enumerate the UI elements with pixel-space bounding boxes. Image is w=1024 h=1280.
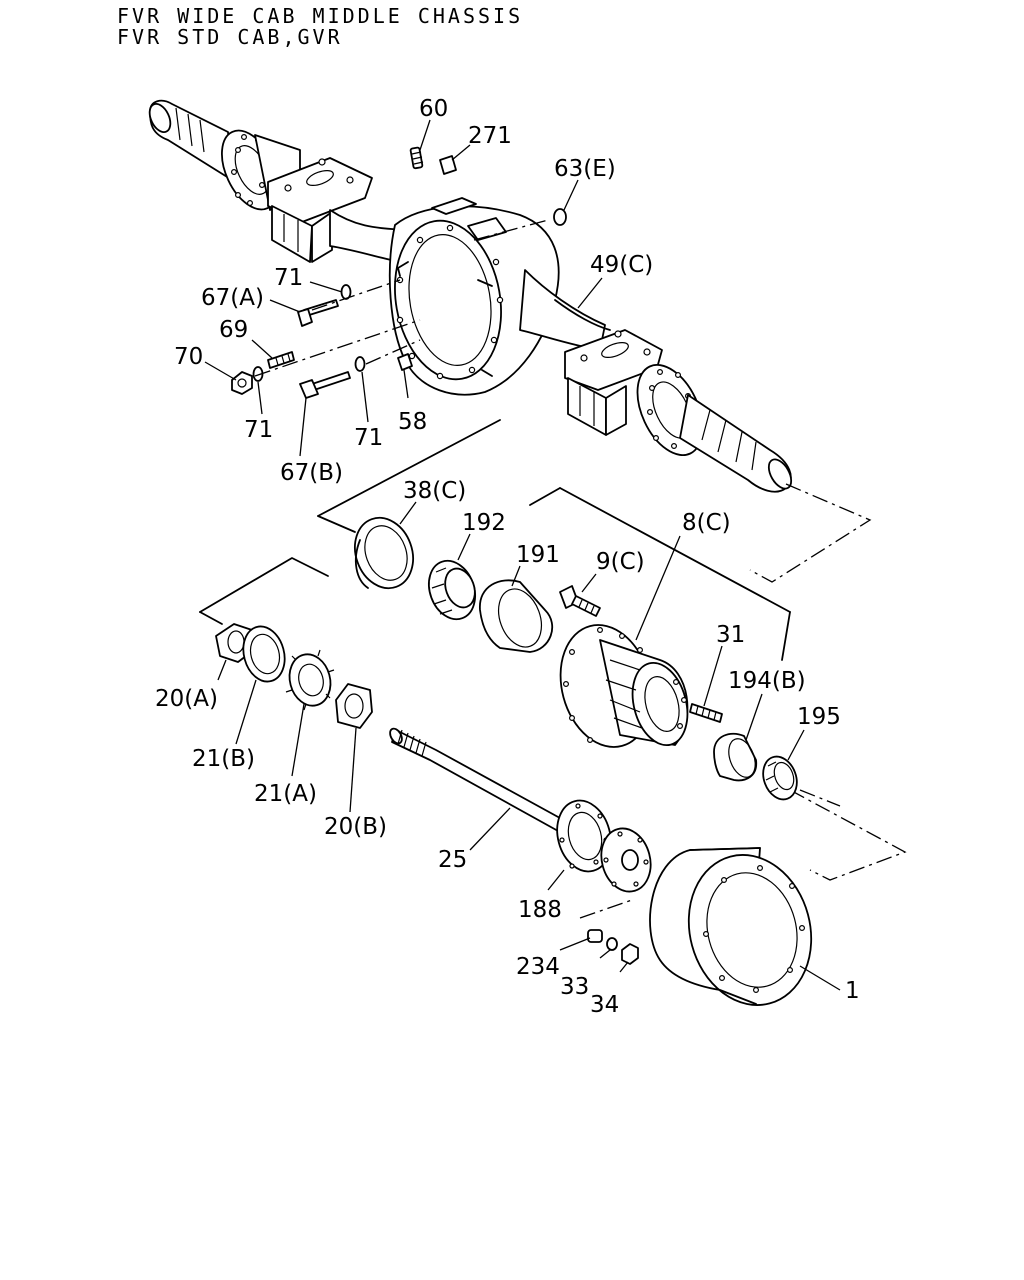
callout-71-lower: 71 — [354, 425, 383, 451]
callout-58: 58 — [398, 409, 427, 435]
housing-fasteners — [231, 146, 567, 399]
callout-67a: 67(A) — [201, 285, 264, 311]
outer-bearing-195 — [762, 755, 841, 807]
outer-cup-194b — [713, 732, 758, 782]
nut-70 — [231, 371, 253, 395]
callout-271: 271 — [468, 123, 512, 149]
callout-71-upper: 71 — [274, 265, 303, 291]
callout-31: 31 — [716, 622, 745, 648]
callout-9c: 9(C) — [596, 549, 645, 575]
plug-58 — [397, 353, 413, 371]
diagram-title-line-1: FVR WIDE CAB MIDDLE CHASSIS — [117, 4, 524, 28]
bolt-67a — [297, 299, 339, 327]
bearing-cup-191 — [479, 579, 554, 653]
callout-21a: 21(A) — [254, 781, 317, 807]
callout-69: 69 — [219, 317, 248, 343]
tab-washer-21a — [285, 649, 335, 711]
nut-34 — [621, 943, 639, 965]
callout-49c: 49(C) — [590, 252, 653, 278]
assembly-brackets — [199, 419, 907, 919]
oil-seal-38c — [354, 516, 414, 590]
drain-plug-63e — [553, 208, 567, 226]
callout-1: 1 — [845, 978, 860, 1004]
callout-34: 34 — [590, 992, 619, 1018]
callout-38c: 38(C) — [403, 478, 466, 504]
callout-67b: 67(B) — [280, 460, 343, 486]
stud-69 — [267, 351, 295, 369]
callout-192: 192 — [462, 510, 506, 536]
spring-washer-33 — [606, 937, 618, 951]
shaft-flange — [600, 827, 652, 893]
callout-21b: 21(B) — [192, 746, 255, 772]
taper-dowel-234 — [587, 929, 603, 943]
callout-71-left: 71 — [244, 417, 273, 443]
wheel-stud-31 — [689, 703, 723, 723]
lock-washer-71-lower — [354, 356, 366, 372]
lock-nut-20b — [335, 683, 373, 729]
callout-191: 191 — [516, 542, 560, 568]
callout-33: 33 — [560, 974, 589, 1000]
callout-63e: 63(E) — [554, 156, 616, 182]
leader-lines — [204, 119, 841, 991]
vent-cap-271 — [439, 155, 457, 175]
callout-188: 188 — [518, 897, 562, 923]
bolt-67b — [299, 371, 351, 399]
callout-20a: 20(A) — [155, 686, 218, 712]
callout-70: 70 — [174, 344, 203, 370]
callout-60: 60 — [419, 96, 448, 122]
callout-194b: 194(B) — [728, 668, 806, 694]
hub-bolt-9c — [559, 585, 601, 617]
callout-8c: 8(C) — [682, 510, 731, 536]
callout-234: 234 — [516, 954, 560, 980]
callout-195: 195 — [797, 704, 841, 730]
wheel-hub-8c — [559, 624, 689, 748]
callout-25: 25 — [438, 847, 467, 873]
callout-20b: 20(B) — [324, 814, 387, 840]
axle-housing — [148, 99, 793, 493]
inner-bearing-192 — [428, 559, 476, 621]
lock-washer-21b — [242, 625, 286, 683]
diagram-title-line-2: FVR STD CAB,GVR — [117, 25, 343, 49]
callout-labels: 60 271 63(E) 49(C) 71 67(A) 69 70 71 71 … — [155, 96, 860, 1018]
brake-drum-1 — [649, 847, 813, 1006]
